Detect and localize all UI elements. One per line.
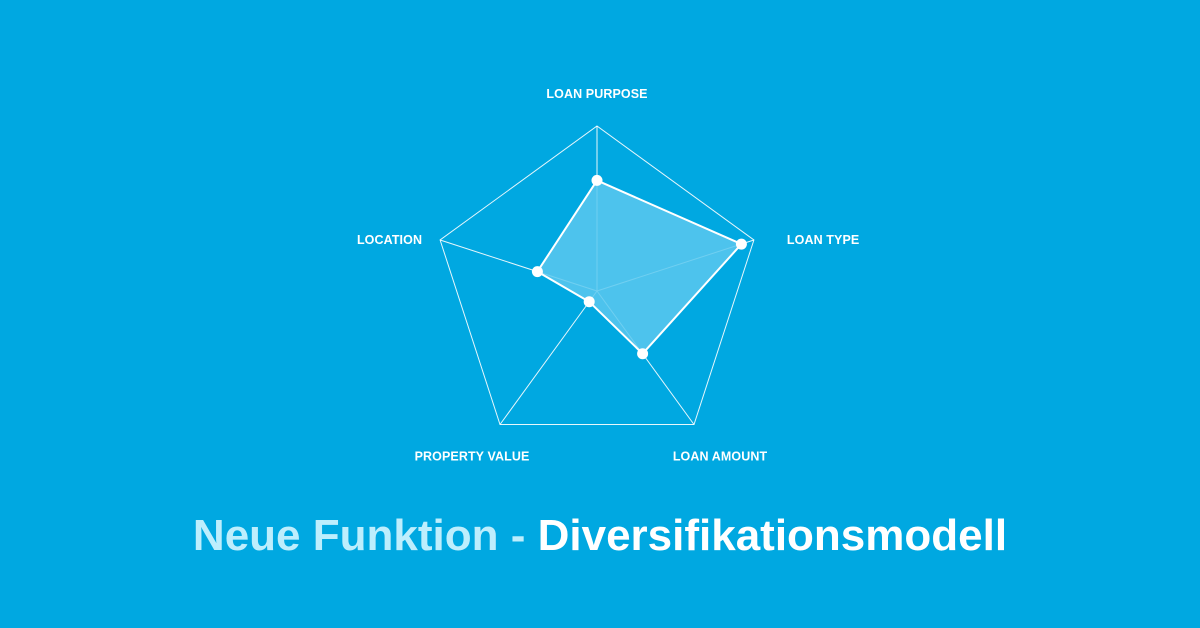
axis-label: LOAN AMOUNT	[673, 450, 768, 464]
radar-point	[637, 348, 649, 360]
headline: Neue Funktion - Diversifikationsmodell	[0, 506, 1200, 566]
radar-spoke	[499, 290, 598, 425]
radar-point	[531, 266, 543, 278]
radar-point	[583, 296, 595, 308]
radar-outer-pentagon	[439, 125, 755, 425]
axis-label: PROPERTY VALUE	[415, 450, 530, 464]
axis-label: LOAN PURPOSE	[546, 87, 647, 101]
axis-label: LOAN TYPE	[787, 233, 859, 247]
radar-axis-labels: LOAN PURPOSE LOAN TYPE LOAN AMOUNT PROPERTY…	[357, 87, 859, 464]
radar-point	[735, 238, 747, 250]
radar-point	[591, 174, 603, 186]
radar-series-area	[536, 179, 743, 355]
headline-separator: -	[498, 511, 538, 560]
headline-part-2: Diversifikationsmodell	[537, 511, 1008, 560]
headline-part-1: Neue Funktion	[192, 511, 499, 560]
radar-series	[531, 174, 747, 360]
axis-label: LOCATION	[357, 233, 422, 247]
